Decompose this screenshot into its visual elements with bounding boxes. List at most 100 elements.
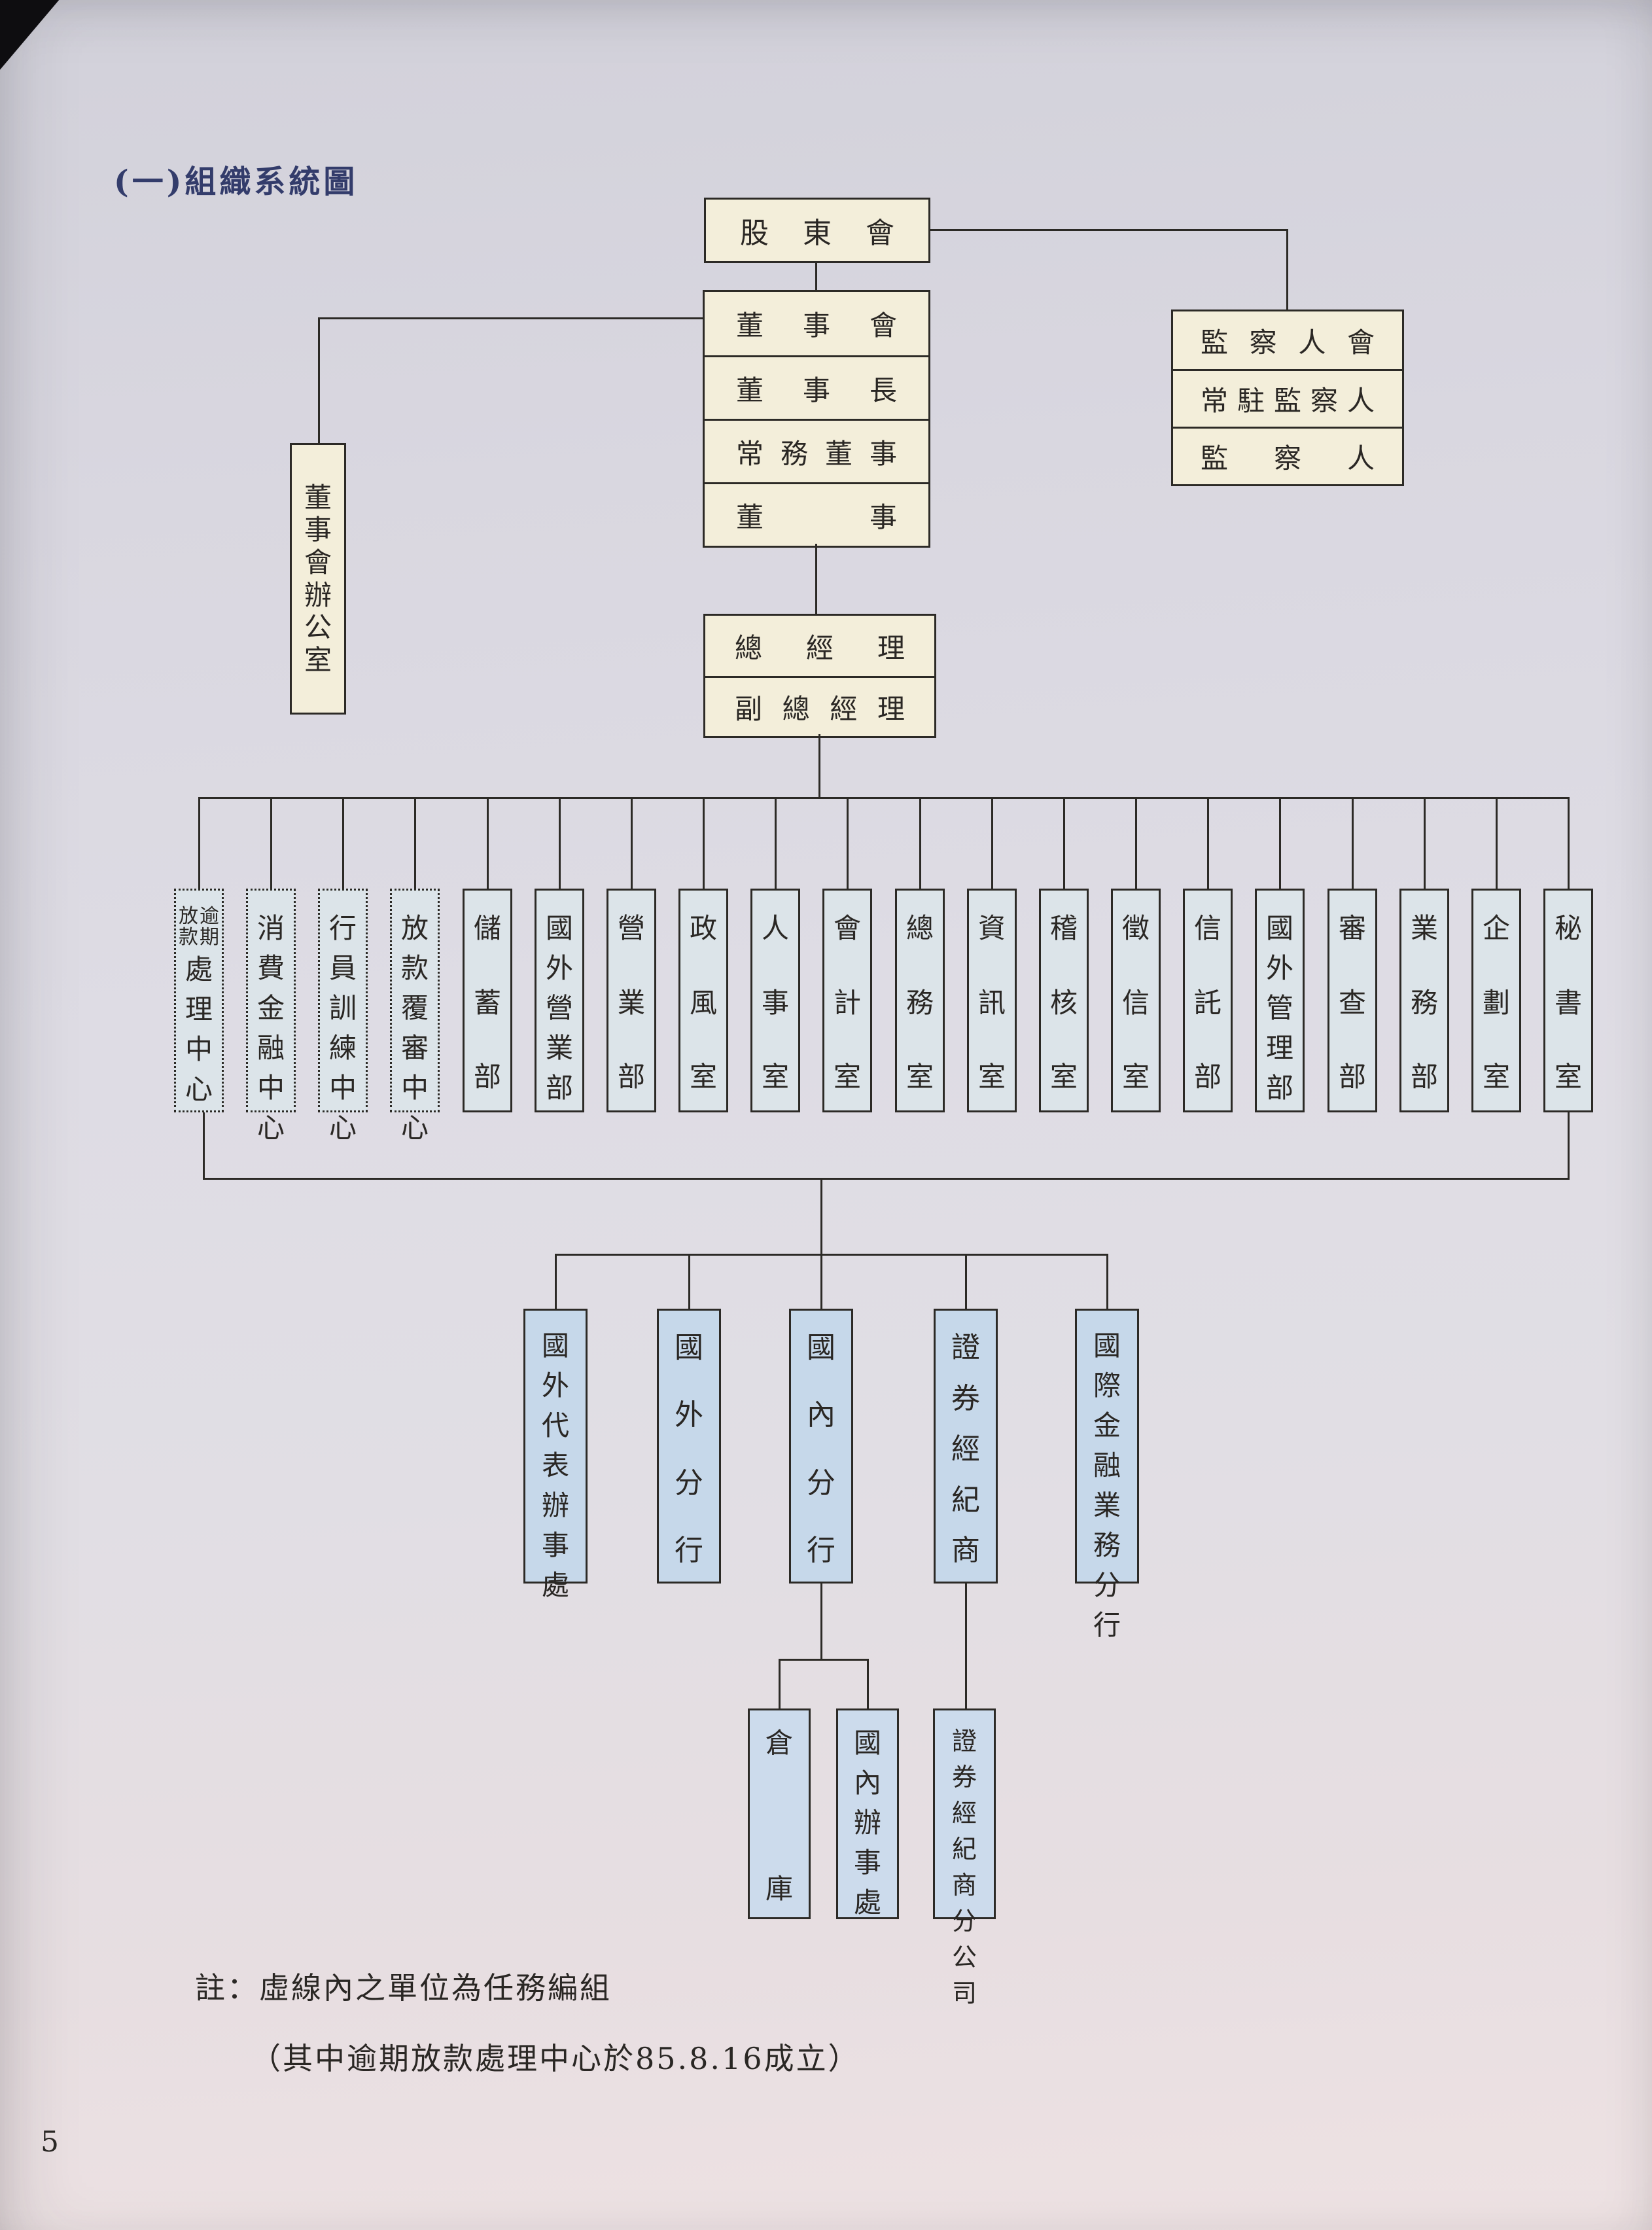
supervisor-row-label: 駐 xyxy=(1237,385,1265,417)
connector-line xyxy=(414,797,416,889)
department-box-label: 室 xyxy=(1049,1061,1078,1093)
connector-line xyxy=(847,797,849,889)
board-office-label: 辦 xyxy=(304,578,332,611)
supervisor-row-label: 察 xyxy=(1273,442,1301,474)
department-label: 逾 xyxy=(200,905,219,928)
department-box-label: 國 xyxy=(1265,912,1293,944)
department-box: 營業部 xyxy=(606,889,656,1112)
department-box: 逾期放款處理中心 xyxy=(174,889,224,1112)
board-office-label: 公 xyxy=(304,611,332,644)
department-box-label: 信 xyxy=(1193,912,1221,944)
supervisor-row-label: 監 xyxy=(1201,442,1229,474)
connector-line xyxy=(818,734,820,797)
connector-line xyxy=(1207,797,1209,889)
sub-unit-box-label: 分 xyxy=(951,1907,977,1936)
board-office-label: 會 xyxy=(304,546,332,578)
department-box-label: 中 xyxy=(256,1072,285,1104)
connector-line xyxy=(991,797,993,889)
connector-line xyxy=(775,797,777,889)
board-office-label: 事 xyxy=(304,514,332,546)
department-box-label: 室 xyxy=(905,1061,934,1093)
department-box-label: 書 xyxy=(1554,986,1582,1019)
connector-line xyxy=(559,797,561,889)
connector-line xyxy=(930,229,1288,231)
branch-unit-box-label: 代 xyxy=(541,1409,569,1442)
department-box-label: 部 xyxy=(1265,1072,1293,1104)
department-box-label: 業 xyxy=(617,986,645,1019)
branch-unit-box-label: 國 xyxy=(807,1331,835,1364)
board-office-label: 董 xyxy=(304,481,332,514)
department-box-label: 消 xyxy=(256,912,285,944)
connector-line xyxy=(1279,797,1281,889)
page-number: 5 xyxy=(41,2125,59,2159)
department-box: 人事室 xyxy=(750,889,800,1112)
page-title: (一)組織系統圖 xyxy=(114,164,359,200)
connector-line xyxy=(631,797,633,889)
department-box-label: 部 xyxy=(1410,1061,1438,1093)
branch-unit-box-label: 外 xyxy=(541,1370,569,1402)
board-row: 董事長 xyxy=(705,355,928,419)
supervisor-row: 監察人 xyxy=(1173,427,1402,484)
branch-unit-box-label: 際 xyxy=(1093,1370,1121,1402)
note-line-2: （其中逾期放款處理中心於85.8.16成立） xyxy=(251,2041,860,2076)
department-box-label: 放 xyxy=(400,912,429,944)
supervisor-row-label: 察 xyxy=(1310,385,1338,417)
department-box-label: 費 xyxy=(256,952,285,984)
branch-unit-box: 國際金融業務分行 xyxy=(1075,1309,1139,1641)
branch-unit-box-label: 行 xyxy=(1093,1609,1121,1641)
department-box: 信託部 xyxy=(1183,889,1233,1112)
department-box-label: 融 xyxy=(256,1032,285,1064)
supervisors-stack: 監察人會常駐監察人監察人 xyxy=(1171,310,1404,486)
management-row: 副總經理 xyxy=(705,676,934,736)
supervisor-row-label: 察 xyxy=(1249,326,1277,359)
branch-unit-box-label: 業 xyxy=(1093,1489,1121,1521)
department-box-label: 心 xyxy=(400,1112,429,1144)
sub-unit-box-label: 國 xyxy=(853,1727,881,1759)
branch-unit-box-label: 融 xyxy=(1093,1449,1121,1481)
department-box-label: 中 xyxy=(328,1072,357,1104)
branch-unit-box-label: 辦 xyxy=(541,1489,569,1521)
connector-line xyxy=(318,317,320,443)
department-box-label: 部 xyxy=(473,1061,501,1093)
connector-line xyxy=(965,1584,967,1708)
connector-line xyxy=(318,317,703,319)
sub-unit-box-label: 經 xyxy=(951,1799,977,1828)
sub-unit-box-label: 券 xyxy=(951,1763,977,1792)
department-box-label: 中 xyxy=(400,1072,429,1104)
connector-line xyxy=(1063,797,1065,889)
department-box-label: 託 xyxy=(1193,986,1221,1019)
branch-line xyxy=(555,1254,1107,1256)
sub-unit-box-label: 倉 xyxy=(765,1727,793,1759)
management-row-label: 經 xyxy=(830,693,858,725)
department-box-label: 室 xyxy=(977,1061,1006,1093)
department-box-label: 部 xyxy=(617,1061,645,1093)
department-box-label: 會 xyxy=(833,912,861,944)
department-box-label: 務 xyxy=(905,986,934,1019)
department-box-label: 練 xyxy=(328,1032,357,1064)
branch-unit-box-label: 行 xyxy=(675,1533,703,1567)
department-box-label: 覆 xyxy=(400,992,429,1024)
supervisor-row-label: 人 xyxy=(1346,442,1375,474)
board-row-label: 董 xyxy=(736,310,764,342)
connector-line xyxy=(198,797,200,889)
sub-unit-box-label: 紀 xyxy=(951,1835,977,1864)
department-box-label: 行 xyxy=(328,912,357,944)
connector-line xyxy=(867,1659,869,1708)
supervisor-row-label: 人 xyxy=(1298,326,1326,359)
branch-unit-box-label: 證 xyxy=(951,1331,980,1364)
department-label: 中 xyxy=(185,1033,213,1065)
connector-line xyxy=(555,1254,557,1309)
sub-unit-box: 國內辦事處 xyxy=(836,1708,899,1919)
department-box-label: 室 xyxy=(1554,1061,1582,1093)
department-box-label: 室 xyxy=(761,1061,789,1093)
department-box-label: 儲 xyxy=(473,912,501,944)
department-box-label: 風 xyxy=(689,986,717,1019)
department-box-label: 部 xyxy=(1338,1061,1366,1093)
board-row-label: 董 xyxy=(824,437,852,470)
department-box-label: 資 xyxy=(977,912,1006,944)
department-box-label: 核 xyxy=(1049,986,1078,1019)
department-box: 行員訓練中心 xyxy=(318,889,368,1144)
department-label: 款 xyxy=(179,925,198,949)
trunk-line xyxy=(199,797,1568,799)
